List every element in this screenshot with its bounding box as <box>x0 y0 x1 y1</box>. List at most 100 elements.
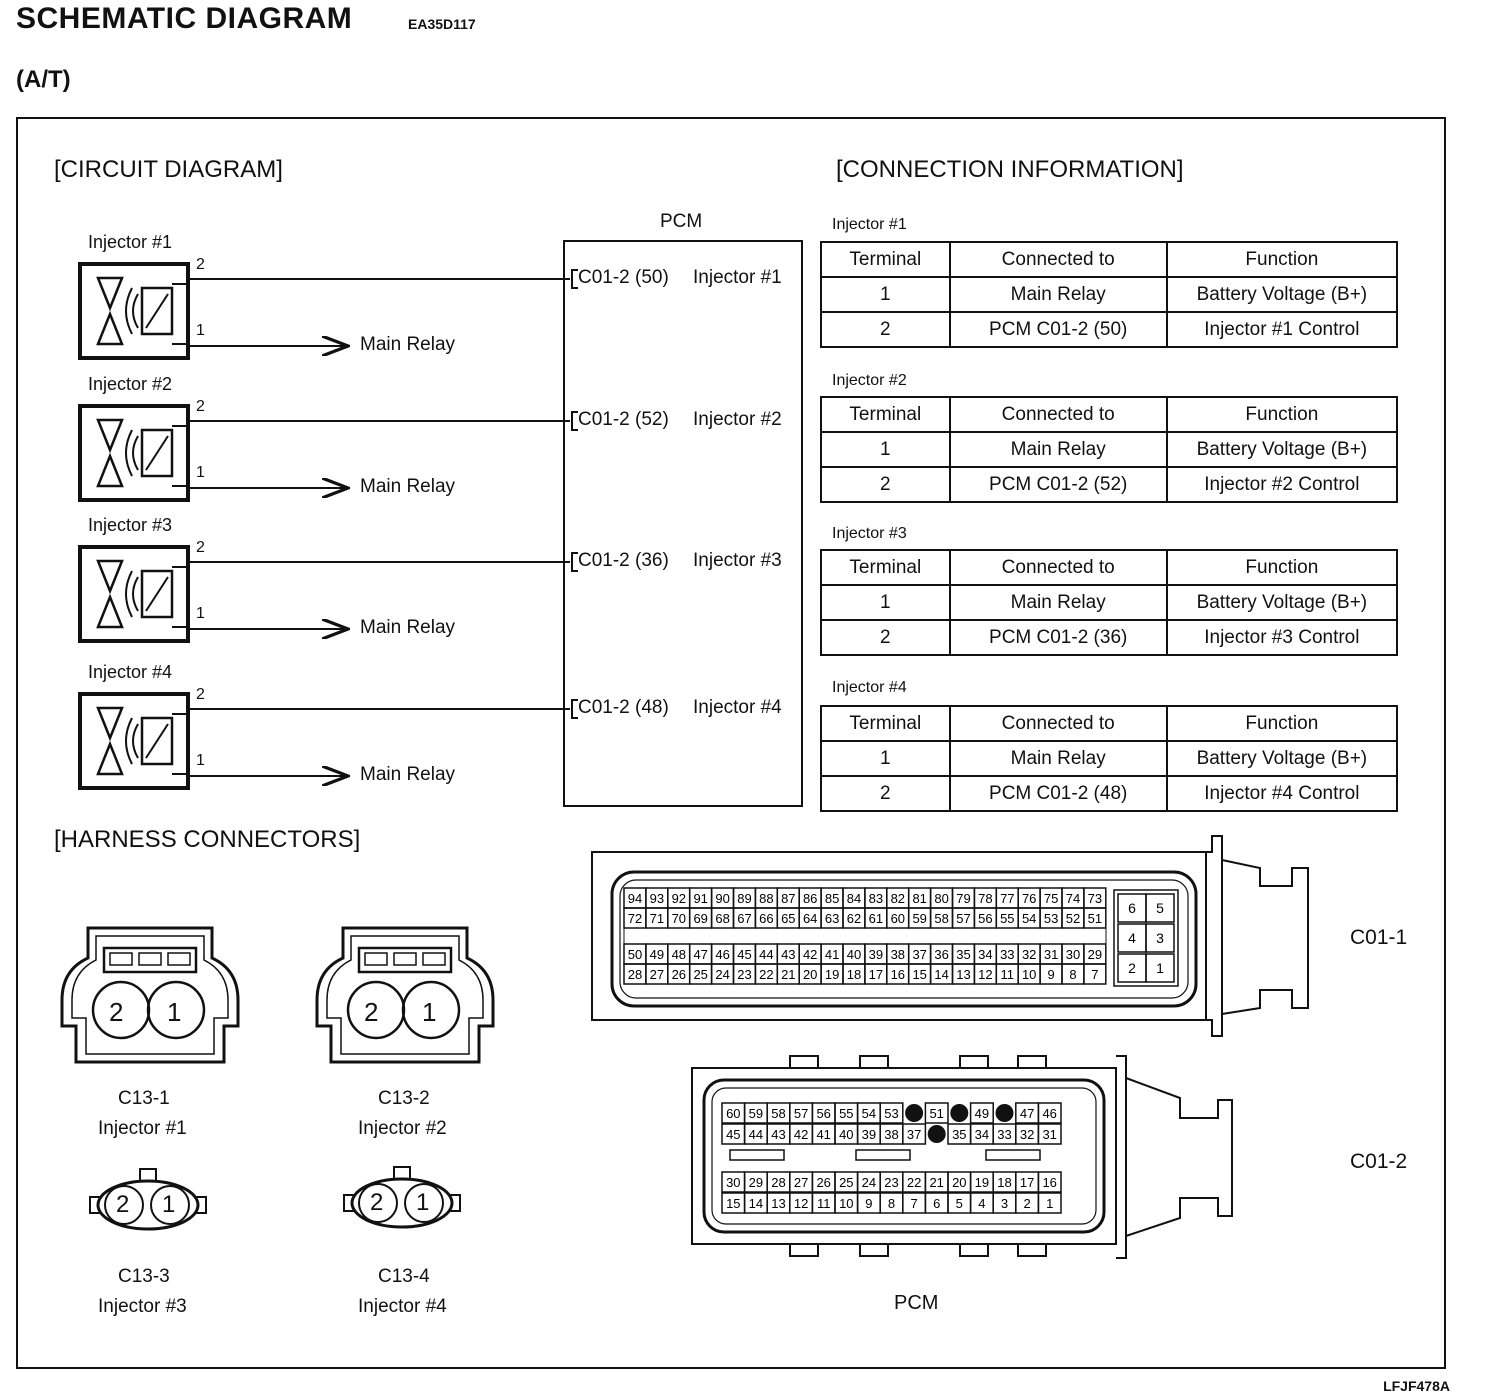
harness-connector-c13-3 <box>89 1168 207 1231</box>
pin-number: 41 <box>816 1127 830 1142</box>
pcm-connector-caption: PCM <box>894 1292 939 1314</box>
pin-number: 58 <box>771 1106 785 1121</box>
page-subtitle: (A/T) <box>16 66 71 93</box>
pcm-injector-label: Injector #3 <box>693 550 782 571</box>
column-header: Function <box>1165 549 1399 586</box>
pin-number: 65 <box>781 911 795 926</box>
pin-number: 53 <box>884 1106 898 1121</box>
column-header: Function <box>1165 705 1399 742</box>
pin-number: 19 <box>975 1175 989 1190</box>
injector-symbol-3 <box>78 545 190 643</box>
pin-number: 62 <box>847 911 861 926</box>
pin-number: 53 <box>1044 911 1058 926</box>
pin-number: 54 <box>1022 911 1036 926</box>
pin-number: 90 <box>715 891 729 906</box>
pin-number: 38 <box>891 947 905 962</box>
pin-number: 59 <box>912 911 926 926</box>
pin-number: 56 <box>978 911 992 926</box>
pin-cell <box>879 1102 904 1124</box>
table-cell: 1 <box>820 276 951 313</box>
pin-cell <box>1145 953 1175 983</box>
table-cell: PCM C01-2 (48) <box>948 775 1168 812</box>
table-cell: 1 <box>820 584 951 621</box>
pin-cell <box>1145 923 1175 953</box>
main-relay-label: Main Relay <box>360 617 456 638</box>
pin-number: 49 <box>975 1106 989 1121</box>
pin-number: 26 <box>672 967 686 982</box>
pin-label: 2 <box>370 1189 384 1216</box>
pcm-terminal-bracket <box>571 269 578 289</box>
pin-number: 68 <box>715 911 729 926</box>
pin-number: 2 <box>1128 960 1136 976</box>
pin-number: 30 <box>1066 947 1080 962</box>
pin-2-label: 2 <box>196 256 205 273</box>
pin-number: 71 <box>650 911 664 926</box>
pin-number: 20 <box>952 1175 966 1190</box>
column-header: Function <box>1165 241 1399 278</box>
pin-number: 6 <box>933 1196 940 1211</box>
pin-number: 57 <box>794 1106 808 1121</box>
injector-name: Injector #3 <box>88 515 173 535</box>
pin-number: 39 <box>869 947 883 962</box>
pin-number: 16 <box>891 967 905 982</box>
connection-info-heading: [CONNECTION INFORMATION] <box>836 156 1184 183</box>
pin-number: 22 <box>907 1175 921 1190</box>
pin-1-label: 1 <box>196 464 205 481</box>
table-cell: Battery Voltage (B+) <box>1165 431 1399 468</box>
pin-cell <box>1037 1102 1062 1124</box>
connector-code: C01-2 <box>1350 1150 1408 1173</box>
document-code: EA35D117 <box>408 16 476 32</box>
pin-number: 8 <box>888 1196 895 1211</box>
pin-number: 43 <box>781 947 795 962</box>
connector-name: Injector #4 <box>358 1296 447 1317</box>
pin-number: 84 <box>847 891 861 906</box>
column-header: Connected to <box>948 549 1168 586</box>
table-cell: 2 <box>820 466 951 503</box>
pin-number: 18 <box>847 967 861 982</box>
harness-connector-c13-1 <box>60 926 240 1064</box>
plugged-pin-dot <box>927 1125 946 1143</box>
pin-number: 86 <box>803 891 817 906</box>
page-title: SCHEMATIC DIAGRAM <box>16 2 353 35</box>
pin-cell <box>1037 1123 1062 1145</box>
pin-cell <box>902 1123 927 1145</box>
plugged-pin-dot <box>995 1104 1014 1122</box>
table-title: Injector #3 <box>832 525 907 542</box>
table-cell: Injector #3 Control <box>1165 619 1399 656</box>
column-header: Terminal <box>820 396 951 433</box>
pin-1-label: 1 <box>196 322 205 339</box>
connector-code: C13-2 <box>378 1088 430 1109</box>
pin-number: 31 <box>1042 1127 1056 1142</box>
table-title: Injector #1 <box>832 216 907 233</box>
pin-number: 10 <box>839 1196 853 1211</box>
pin-number: 32 <box>1022 947 1036 962</box>
pin-number: 33 <box>1000 947 1014 962</box>
pin-number: 67 <box>737 911 751 926</box>
pin-number: 6 <box>1128 900 1136 916</box>
pin-number: 93 <box>650 891 664 906</box>
pin-number: 73 <box>1088 891 1102 906</box>
column-header: Terminal <box>820 549 951 586</box>
pin-number: 42 <box>803 947 817 962</box>
pin-number: 50 <box>628 947 642 962</box>
column-header: Connected to <box>948 396 1168 433</box>
injector-name: Injector #1 <box>88 232 173 252</box>
pin-number: 83 <box>869 891 883 906</box>
column-header: Connected to <box>948 705 1168 742</box>
table-cell: Main Relay <box>948 740 1168 777</box>
pin-number: 69 <box>693 911 707 926</box>
pin-number: 37 <box>907 1127 921 1142</box>
pin-number: 44 <box>759 947 773 962</box>
pin-number: 41 <box>825 947 839 962</box>
table-cell: Injector #2 Control <box>1165 466 1399 503</box>
pin-number: 3 <box>1001 1196 1008 1211</box>
pin-number: 3 <box>1156 930 1164 946</box>
plugged-pin-dot <box>950 1104 969 1122</box>
diagram-frame <box>16 117 1446 1369</box>
injector-symbol-1 <box>78 262 190 360</box>
